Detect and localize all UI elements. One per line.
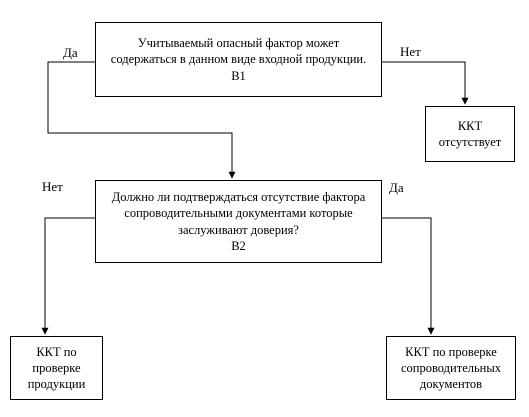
- outcome-box-kkt-product: ККТ по проверке продукции: [10, 336, 103, 400]
- kkt-product-text-line: ККТ по: [36, 344, 77, 359]
- kkt-docs-text-line: сопроводительных: [400, 360, 502, 375]
- decision-box-b2: Должно ли подтверждаться отсутствие факт…: [95, 180, 382, 263]
- b2-text-line: Должно ли подтверждаться отсутствие факт…: [111, 190, 366, 204]
- b1-text-line: Учитываемый опасный фактор может: [137, 36, 340, 51]
- kkt-absent-text-line: отсутствует: [438, 135, 502, 149]
- edge-label-b2-no: Нет: [42, 179, 63, 194]
- b1-code: В1: [231, 68, 246, 83]
- b2-text-line: заслуживают доверия?: [178, 222, 299, 237]
- edge-label-b2-yes: Да: [389, 180, 404, 195]
- connector-b1-yes-to-b2: [47, 61, 236, 179]
- b2-text-line: сопроводительными документами которые: [124, 206, 353, 221]
- connector-b2-yes-to-kkt-docs: [382, 217, 435, 335]
- decision-box-b1: Учитываемый опасный фактор может содержа…: [95, 22, 382, 97]
- b2-code: В2: [231, 238, 246, 253]
- kkt-absent-text-line: ККТ: [457, 118, 483, 133]
- edge-label-b1-no: Нет: [400, 44, 421, 59]
- connector-b1-no-to-kkt-absent: [382, 61, 469, 105]
- outcome-box-kkt-docs: ККТ по проверке сопроводительных докумен…: [386, 336, 516, 400]
- edge-label-b1-yes: Да: [63, 45, 78, 60]
- outcome-box-kkt-absent: ККТ отсутствует: [425, 106, 515, 162]
- connector-b2-no-to-kkt-product: [41, 217, 95, 335]
- kkt-product-text-line: проверке: [32, 360, 81, 375]
- kkt-docs-text-line: документов: [419, 377, 483, 392]
- kkt-docs-text-line: ККТ по проверке: [405, 344, 497, 359]
- b1-text-line: содержаться в данном виде входной продук…: [110, 52, 367, 67]
- kkt-product-text-line: продукции: [27, 377, 86, 392]
